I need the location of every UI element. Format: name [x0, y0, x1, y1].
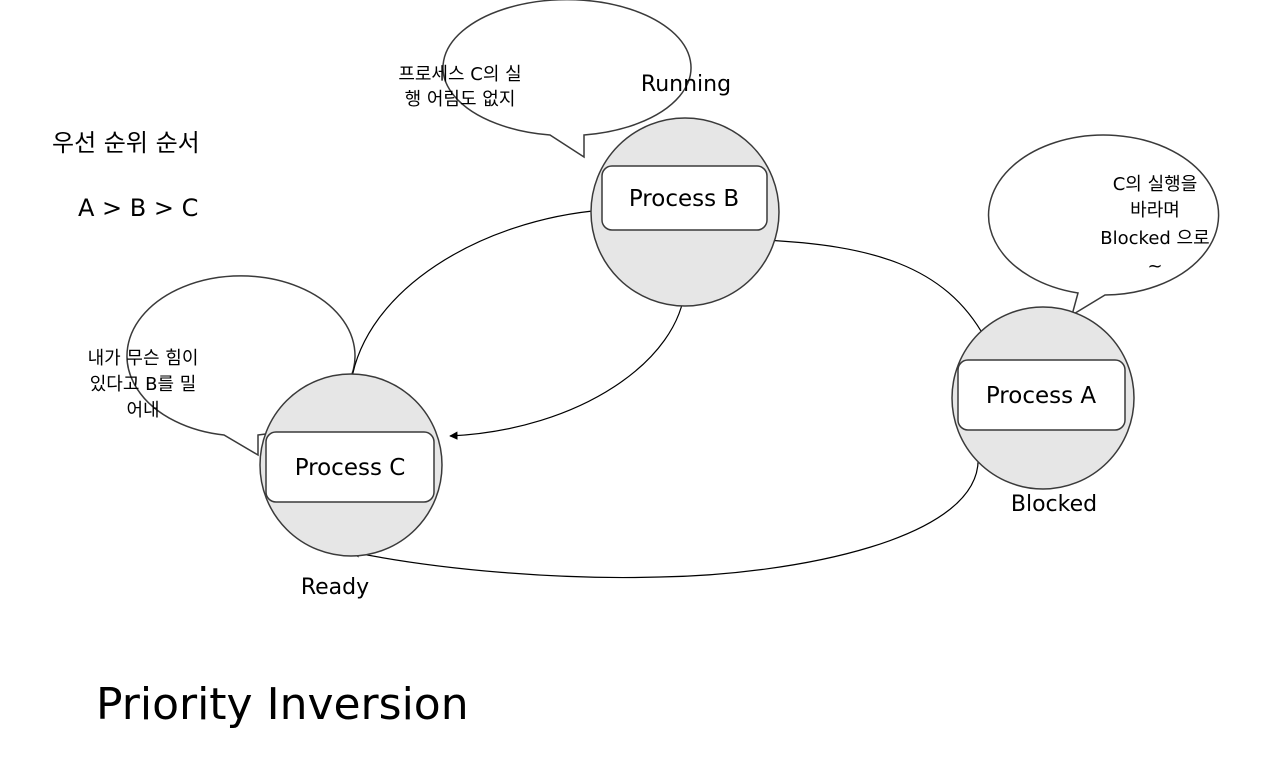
- process-c-label: Process C: [295, 455, 406, 481]
- priority-order: A > B > C: [78, 194, 198, 222]
- bubble-a-line-1: C의 실행을: [1113, 174, 1198, 195]
- process-c-box: [265, 431, 435, 503]
- bubble-c-line-2: 있다고 B를 밀: [90, 374, 197, 395]
- state-running-label: Running: [641, 72, 731, 97]
- arrow-c-to-b: [350, 209, 604, 384]
- speech-bubble-b: 프로세스 C의 실 행 어림도 없지: [398, 0, 692, 159]
- arrow-b-to-a: [762, 239, 986, 339]
- process-a-box: [957, 359, 1126, 431]
- process-a-node: Process A: [951, 306, 1135, 490]
- arrow-a-to-c: [351, 454, 979, 579]
- process-b-label: Process B: [629, 186, 739, 212]
- bubble-a-line-2: 바라며: [1130, 200, 1180, 221]
- bubble-c-line-3: 어내: [126, 400, 159, 421]
- state-ready-label: Ready: [301, 575, 369, 600]
- process-a-label: Process A: [986, 383, 1097, 409]
- bubble-c-line-1: 내가 무슨 힘이: [88, 348, 199, 369]
- bubble-b-line-2: 행 어림도 없지: [405, 89, 516, 110]
- process-c-node: Process C: [259, 373, 443, 557]
- speech-bubble-a: C의 실행을 바라며 Blocked 으로 ~: [987, 134, 1220, 317]
- bubble-b-line-1: 프로세스 C의 실: [398, 64, 521, 85]
- process-b-node: Process B: [590, 117, 780, 307]
- arrow-b-to-c: [449, 286, 686, 440]
- diagram-title: Priority Inversion: [96, 679, 469, 730]
- bubble-a-line-4: ~: [1147, 256, 1162, 277]
- state-blocked-label: Blocked: [1011, 492, 1097, 517]
- process-b-box: [601, 165, 768, 231]
- bubble-a-line-3: Blocked 으로: [1100, 228, 1209, 249]
- priority-heading: 우선 순위 순서: [52, 129, 200, 157]
